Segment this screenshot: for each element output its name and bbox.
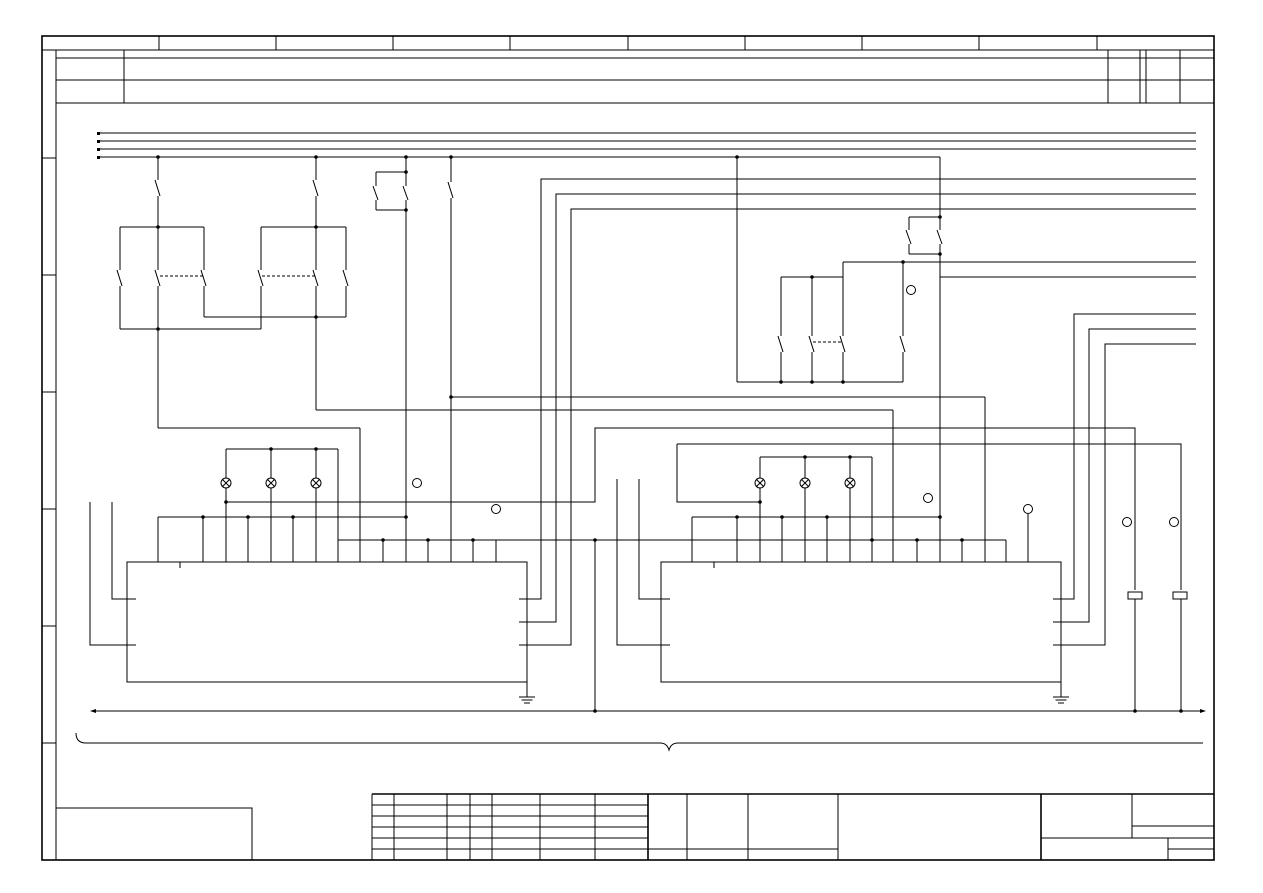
- indicator-lamp-icon: [754, 477, 766, 489]
- drawing-frame: [41, 35, 1215, 861]
- right-switch-network: [735, 155, 1196, 562]
- indicator-lamp-icon: [799, 477, 811, 489]
- indicator-lamp-icon: [265, 477, 277, 489]
- cross-wiring: [226, 427, 1182, 590]
- feeder-lines: [527, 178, 1196, 646]
- terminal-circle: [1023, 504, 1033, 514]
- ground-icon: [519, 682, 535, 704]
- terminal-circle: [412, 478, 422, 488]
- unit-b: [616, 455, 1069, 704]
- terminal-circle: [906, 285, 916, 295]
- terminal-circle: [491, 504, 501, 514]
- terminal-circle: [1169, 517, 1179, 527]
- bottom-bus: [90, 540, 1206, 713]
- terminal-circle: [1122, 517, 1132, 527]
- brace-icon: [75, 732, 1203, 752]
- coil-icon: [1172, 591, 1188, 600]
- title-block: [55, 793, 1214, 861]
- indicator-lamp-icon: [310, 477, 322, 489]
- terminal-circle: [923, 493, 933, 503]
- header-table: [56, 50, 1214, 104]
- coil-icon: [1127, 591, 1143, 600]
- indicator-lamp-icon: [844, 477, 856, 489]
- power-bus: [97, 132, 1196, 159]
- indicator-lamp-icon: [220, 477, 232, 489]
- coil-group: [1122, 517, 1188, 711]
- ground-icon: [1053, 682, 1069, 704]
- left-switch-network: [116, 155, 894, 562]
- unit-a: [89, 447, 535, 704]
